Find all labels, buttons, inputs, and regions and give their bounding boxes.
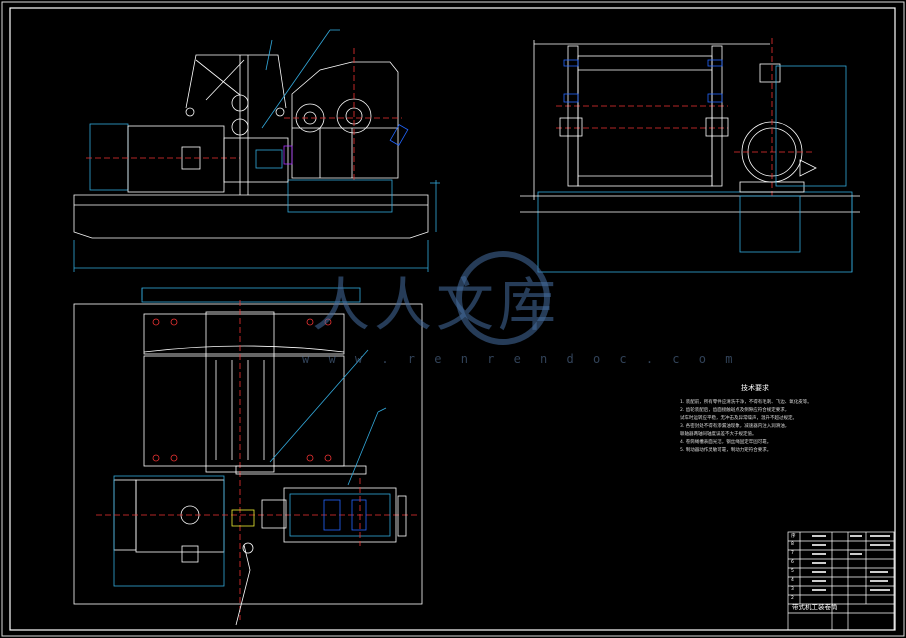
title-block-cell: 7 (791, 551, 794, 556)
title-block-cell: 3 (791, 587, 794, 592)
title-block-cell: 8 (791, 542, 794, 547)
requirement-line: 3. 各密封处不得有渗漏油现象，减速器内注入润滑油， (680, 424, 790, 429)
requirement-line: 2. 齿轮装配后，齿面接触斑点及侧隙应符合规定要求， (680, 408, 790, 413)
title-block-cell: 4 (791, 578, 794, 583)
technical-requirements-title: 技术要求 (741, 384, 769, 392)
sheet-inner-border (9, 7, 896, 631)
requirement-line: 联轴器两轴同轴度误差不大于规定值。 (680, 432, 757, 437)
title-block-cell: 5 (791, 569, 794, 574)
technical-requirements: 技术要求 1. 装配前，所有零件应清洗干净，不得有毛刺、飞边、氧化皮等。 2. … (680, 383, 830, 455)
title-block-cell: 序 (791, 534, 796, 539)
title-block (787, 531, 895, 631)
title-block-cell-text (812, 535, 890, 591)
requirement-line: 4. 卷筒绳槽表面光洁，钢丝绳固定牢固可靠。 (680, 440, 772, 445)
requirement-line: 试车时运转应平稳，无冲击及异常噪声，温升不超过规定。 (680, 416, 797, 421)
title-block-cell: 6 (791, 560, 794, 565)
requirement-line: 5. 制动器动作灵敏可靠，制动力矩符合要求。 (680, 448, 772, 453)
front-view (73, 29, 440, 272)
drawing-name: 带式机工装卷筒 (792, 603, 838, 611)
requirement-line: 1. 装配前，所有零件应清洗干净，不得有毛刺、飞边、氧化皮等。 (680, 400, 812, 405)
plan-view (73, 287, 423, 626)
side-view (520, 38, 860, 273)
title-block-cell: 2 (791, 596, 794, 601)
